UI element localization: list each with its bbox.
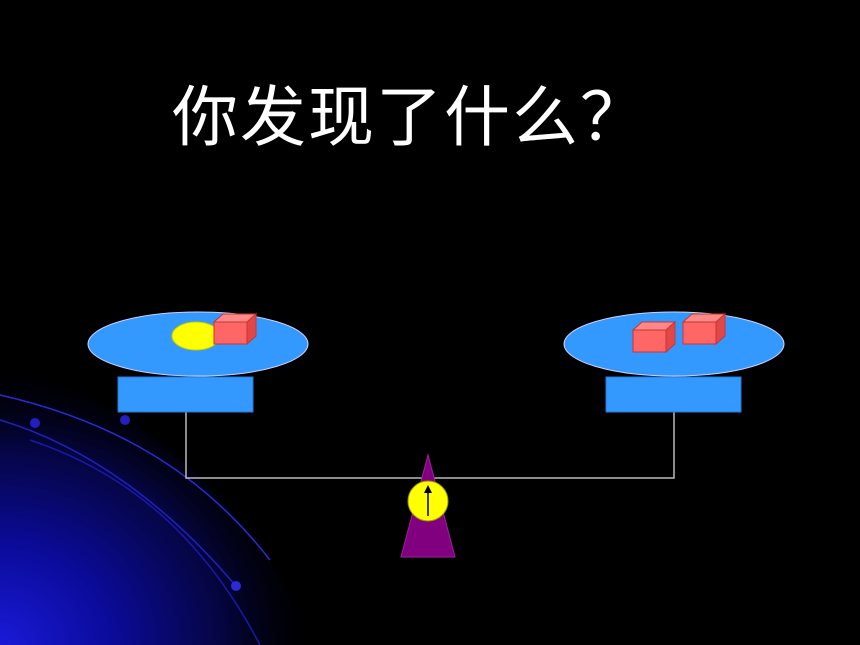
swoosh-dot-3 [231,581,241,591]
left-pan-support [117,376,254,413]
red-cube [681,312,727,346]
swoosh-arc-2 [0,419,236,586]
red-cube [631,320,677,354]
swoosh-arc-3 [29,439,261,645]
corner-swoosh [0,360,320,645]
yellow-ball [171,321,221,351]
swoosh-arc-1 [0,394,271,561]
balance-scale [87,311,785,558]
swoosh-dot-1 [30,418,40,428]
swoosh-dot-2 [120,415,130,425]
red-cube [212,312,258,346]
right-pan-support [605,376,742,413]
arrow-up-icon [424,485,432,516]
slide-title: 你发现了什么？ [172,79,648,156]
